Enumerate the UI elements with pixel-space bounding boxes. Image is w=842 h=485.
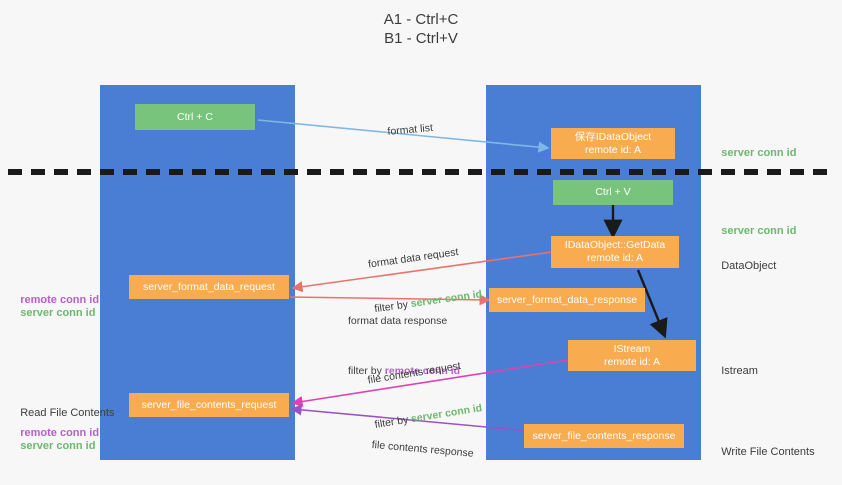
box-istream-label: IStream remote id: A xyxy=(603,342,661,368)
annotation-remote-conn-id-file-label: remote conn id xyxy=(20,427,100,439)
box-server-file-contents-request[interactable]: server_file_contents_request xyxy=(129,393,289,417)
box-idataobject-getdata-label: IDataObject::GetData remote id: A xyxy=(564,239,666,264)
edge-label-format-data-response-filter: filter by remote conn id xyxy=(348,364,460,379)
annotation-read-file-contents: Read File Contents xyxy=(8,392,114,434)
box-server-file-contents-request-label: server_file_contents_request xyxy=(141,398,277,411)
box-istream[interactable]: IStream remote id: A xyxy=(568,340,696,371)
annotation-dataobject: DataObject xyxy=(709,245,776,287)
edge-label-format-data-response-filter-prefix: filter by xyxy=(348,365,385,377)
edge-label-format-data-response: format data response filter by remote co… xyxy=(348,284,460,409)
annotation-write-file-contents-label: Write File Contents xyxy=(721,446,815,458)
box-server-file-contents-response[interactable]: server_file_contents_response xyxy=(524,424,684,448)
edge-label-file-contents-request-text: file contents request xyxy=(366,359,462,387)
edge-label-format-list: format list xyxy=(374,106,435,156)
edge-label-format-data-request-text: format data request xyxy=(367,246,460,271)
box-ctrl-v[interactable]: Ctrl + V xyxy=(553,180,673,205)
edge-label-format-data-response-filter-value: remote conn id xyxy=(384,365,461,377)
box-idataobject-getdata[interactable]: IDataObject::GetData remote id: A xyxy=(551,236,679,268)
annotation-server-conn-id-file-label: server conn id xyxy=(20,440,96,452)
box-save-idataobject[interactable]: 保存IDataObject remote id: A xyxy=(551,128,675,159)
box-ctrl-c-label: Ctrl + C xyxy=(177,110,213,123)
annotation-istream-label: Istream xyxy=(721,365,758,377)
edge-label-format-data-response-text: format data response xyxy=(348,315,448,327)
page-title: A1 - Ctrl+C B1 - Ctrl+V xyxy=(383,11,459,47)
box-server-format-data-response-label: server_format_data_response xyxy=(496,293,638,306)
box-server-format-data-response[interactable]: server_format_data_response xyxy=(489,288,645,312)
annotation-server-conn-id-top: server conn id xyxy=(709,132,796,174)
annotation-server-conn-id-file: server conn id xyxy=(8,425,95,467)
box-ctrl-c[interactable]: Ctrl + C xyxy=(135,104,255,130)
annotation-server-conn-id-mid-label: server conn id xyxy=(721,225,797,237)
box-ctrl-v-label: Ctrl + V xyxy=(595,186,631,198)
edge-label-file-contents-response-text: file contents response xyxy=(371,438,475,460)
edge-label-format-list-text: format list xyxy=(387,121,434,138)
box-server-format-data-request-label: server_format_data_request xyxy=(143,280,275,293)
annotation-write-file-contents: Write File Contents xyxy=(709,431,815,473)
box-server-file-contents-response-label: server_file_contents_response xyxy=(532,429,676,442)
annotation-remote-conn-id-format: remote conn id xyxy=(8,279,99,321)
box-save-idataobject-label: 保存IDataObject remote id: A xyxy=(574,130,652,156)
annotation-server-conn-id-mid: server conn id xyxy=(709,210,796,252)
annotation-remote-conn-id-file: remote conn id xyxy=(8,412,99,454)
annotation-server-conn-id-format: server conn id xyxy=(8,292,95,334)
annotation-dataobject-label: DataObject xyxy=(721,260,777,272)
edge-label-file-contents-response: file contents response filter by remote … xyxy=(364,408,477,485)
annotation-read-file-contents-label: Read File Contents xyxy=(20,407,115,419)
annotation-istream: Istream xyxy=(709,350,758,392)
annotation-server-conn-id-top-label: server conn id xyxy=(721,147,797,159)
annotation-remote-conn-id-format-label: remote conn id xyxy=(20,294,100,306)
box-server-format-data-request[interactable]: server_format_data_request xyxy=(129,275,289,299)
annotation-server-conn-id-format-label: server conn id xyxy=(20,307,96,319)
